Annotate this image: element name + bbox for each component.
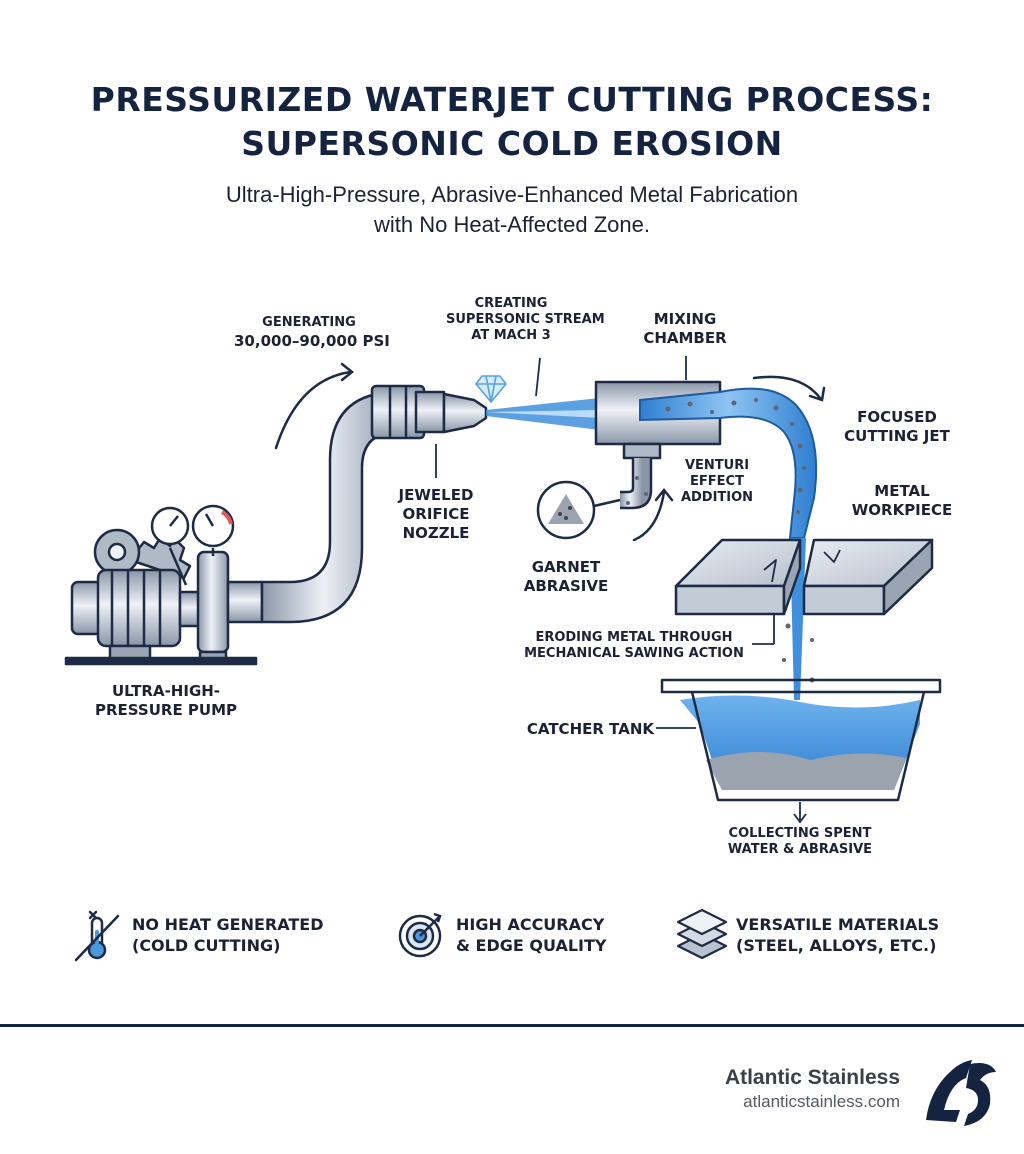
metal-workpiece xyxy=(674,538,934,616)
feature-accuracy: HIGH ACCURACY & EDGE QUALITY xyxy=(394,904,654,964)
label-mach: AT MACH 3 xyxy=(471,328,551,343)
label-abrasive: ABRASIVE xyxy=(523,577,609,595)
label-venturi: VENTURI xyxy=(684,458,750,473)
label-pump-line-2: PRESSURE PUMP xyxy=(94,701,238,719)
label-addition: ADDITION xyxy=(680,490,754,505)
label-collecting: COLLECTING SPENT WATER & ABRASIVE xyxy=(718,826,882,858)
brand-url[interactable]: atlanticstainless.com xyxy=(743,1092,900,1111)
label-pump: ULTRA-HIGH- PRESSURE PUMP xyxy=(86,682,246,720)
label-eroding-metal: ERODING METAL THROUGH MECHANICAL SAWING … xyxy=(516,630,752,662)
target-icon xyxy=(398,912,442,958)
garnet-abrasive-icon xyxy=(536,480,621,540)
flow-arrows xyxy=(274,362,826,542)
catcher-tank xyxy=(660,678,942,802)
supersonic-stream xyxy=(486,398,600,430)
feature-no-heat-text: NO HEAT GENERATED (COLD CUTTING) xyxy=(132,914,323,956)
label-eroding-line-1: ERODING METAL THROUGH xyxy=(535,630,733,645)
feature-no-heat: NO HEAT GENERATED (COLD CUTTING) xyxy=(70,904,370,964)
label-focused-cutting-jet: FOCUSED CUTTING JET xyxy=(832,408,962,446)
label-psi: 30,000–90,000 PSI xyxy=(234,332,390,350)
label-supersonic: SUPERSONIC STREAM xyxy=(446,312,605,327)
high-pressure-pipe xyxy=(226,384,488,624)
subtitle-line-1: Ultra-High-Pressure, Abrasive-Enhanced M… xyxy=(225,182,799,207)
feature-versatile-line-1: VERSATILE MATERIALS xyxy=(736,915,940,934)
label-mixing-chamber: MIXING CHAMBER xyxy=(630,310,740,348)
label-nozzle: NOZZLE xyxy=(402,524,470,542)
feature-accuracy-line-2: & EDGE QUALITY xyxy=(456,936,607,955)
label-garnet-abrasive: GARNET ABRASIVE xyxy=(514,558,618,596)
feature-versatile-line-2: (STEEL, ALLOYS, ETC.) xyxy=(736,936,937,955)
footer-divider xyxy=(0,1024,1024,1027)
title-line-2: SUPERSONIC COLD EROSION xyxy=(241,124,783,163)
feature-accuracy-line-1: HIGH ACCURACY xyxy=(456,915,605,934)
pump xyxy=(64,504,258,666)
title-line-1: PRESSURIZED WATERJET CUTTING PROCESS: xyxy=(90,80,934,119)
no-heat-thermometer-icon xyxy=(74,910,120,962)
subtitle-line-2: with No Heat-Affected Zone. xyxy=(374,212,650,237)
brand-name: Atlantic Stainless xyxy=(724,1066,900,1089)
page-title: PRESSURIZED WATERJET CUTTING PROCESS: SU… xyxy=(0,78,1024,166)
feature-versatile: VERSATILE MATERIALS (STEEL, ALLOYS, ETC.… xyxy=(674,904,974,964)
feature-no-heat-line-2: (COLD CUTTING) xyxy=(132,936,281,955)
label-metal: METAL xyxy=(874,482,930,500)
label-pump-line-1: ULTRA-HIGH- xyxy=(111,682,221,700)
label-eroding-line-2: MECHANICAL SAWING ACTION xyxy=(524,646,744,661)
leader-lines xyxy=(435,356,807,824)
label-chamber: CHAMBER xyxy=(643,329,727,347)
label-collecting-line-2: WATER & ABRASIVE xyxy=(727,842,873,857)
label-jeweled: JEWELED xyxy=(398,486,474,504)
label-metal-workpiece: METAL WORKPIECE xyxy=(838,482,966,520)
label-venturi-effect: VENTURI EFFECT ADDITION xyxy=(674,458,760,506)
feature-accuracy-text: HIGH ACCURACY & EDGE QUALITY xyxy=(456,914,607,956)
label-creating: CREATING xyxy=(474,296,548,311)
label-workpiece: WORKPIECE xyxy=(851,501,953,519)
layers-icon xyxy=(676,908,728,960)
label-generating-text: GENERATING xyxy=(262,315,356,330)
label-mixing: MIXING xyxy=(653,310,717,328)
page-subtitle: Ultra-High-Pressure, Abrasive-Enhanced M… xyxy=(0,180,1024,240)
label-generating: GENERATING 30,000–90,000 PSI xyxy=(234,312,390,351)
label-cutting-jet: CUTTING JET xyxy=(844,427,950,445)
label-collecting-line-1: COLLECTING SPENT xyxy=(728,826,872,841)
brand-logo-icon xyxy=(926,1060,996,1126)
jewel-icon xyxy=(474,375,508,404)
waterjet-diagram xyxy=(64,356,942,824)
label-creating-stream: CREATING SUPERSONIC STREAM AT MACH 3 xyxy=(446,296,605,344)
label-focused: FOCUSED xyxy=(857,408,937,426)
feature-versatile-text: VERSATILE MATERIALS (STEEL, ALLOYS, ETC.… xyxy=(736,914,939,956)
feature-no-heat-line-1: NO HEAT GENERATED xyxy=(132,915,324,934)
label-orifice: ORIFICE xyxy=(402,505,470,523)
label-catcher-tank: CATCHER TANK xyxy=(526,720,654,738)
label-jeweled-orifice-nozzle: JEWELED ORIFICE NOZZLE xyxy=(384,486,488,543)
label-garnet: GARNET xyxy=(531,558,601,576)
label-effect: EFFECT xyxy=(690,474,744,489)
